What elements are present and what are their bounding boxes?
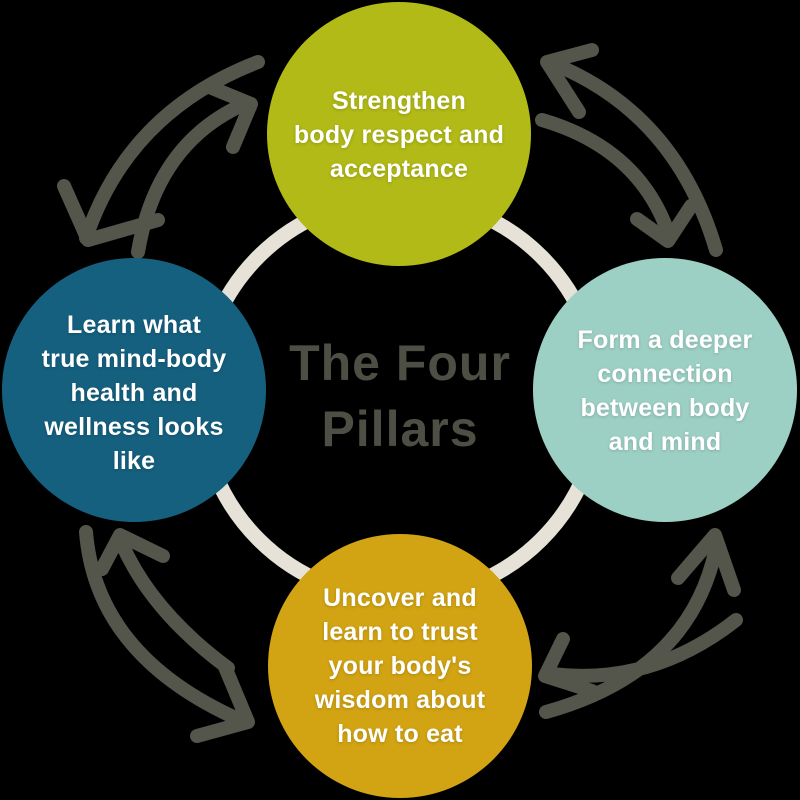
arrow-to-left-curve	[115, 537, 235, 675]
arrow-to-bottom-curve	[545, 613, 743, 683]
pillar-right-circle	[533, 258, 797, 522]
arrow-to-right-arrowhead-icon	[671, 528, 741, 597]
pillar-left-circle	[2, 258, 266, 522]
arrow-to-left-curve	[79, 55, 265, 245]
arrow-to-top-arrowhead-icon	[540, 43, 599, 119]
pillar-top-label: Strengthen body respect and acceptance	[293, 87, 505, 183]
arrow-to-right-arrowhead-icon	[630, 199, 698, 248]
arrow-pair-bottom-left	[79, 525, 255, 743]
arrow-pair-left-top	[57, 55, 265, 259]
center-title: The Four Pillars	[289, 335, 511, 457]
pillar-bottom-label: Uncover and learn to trust your body's w…	[314, 584, 486, 748]
arrow-to-top-arrowhead-icon	[205, 81, 258, 154]
arrow-pair-top-right	[535, 43, 723, 257]
arrow-pair-right-bottom	[538, 528, 743, 719]
arrow-to-bottom-arrowhead-icon	[190, 660, 255, 743]
arrow-to-right-curve	[539, 541, 723, 719]
arrow-to-top-curve	[547, 57, 723, 257]
arrow-to-bottom-curve	[79, 525, 247, 727]
arrow-to-left-arrowhead-icon	[95, 528, 170, 576]
arrow-to-left-arrowhead-icon	[57, 179, 165, 247]
pillar-bottom-circle	[268, 534, 532, 798]
pillar-left-label: Learn what true mind-body health and wel…	[41, 311, 227, 475]
arrow-to-right-curve	[535, 113, 675, 239]
arrow-to-top-curve	[131, 99, 247, 259]
arrow-to-bottom-arrowhead-icon	[538, 632, 599, 698]
pillar-right-label: Form a deeper connection between body an…	[577, 326, 753, 456]
pillar-top-circle	[267, 2, 531, 266]
